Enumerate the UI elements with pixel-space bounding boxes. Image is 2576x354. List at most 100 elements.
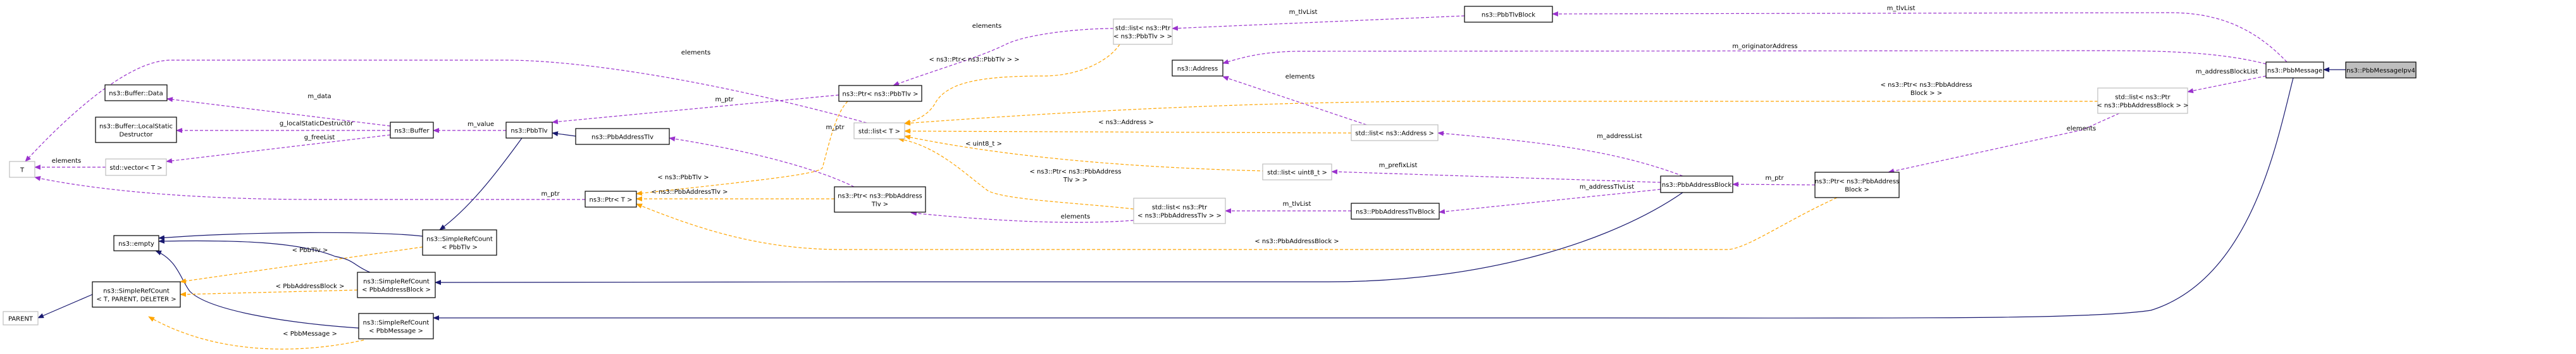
edge-label: g_localStaticDestructor [280,120,354,127]
node-box[interactable] [2345,61,2417,79]
edge-ptr-pbb-addr-block-to-pbb-addr-block [1732,182,1816,187]
edge-list-address-to-address [1222,76,1367,125]
node-label: ns3::Ptr< T > [590,197,633,204]
node-box[interactable] [92,281,181,308]
edge-src-tpd-to-parent [37,294,93,319]
node-pbb-addr-block[interactable]: ns3::PbbAddressBlock [1660,175,1733,193]
node-pbb-message-ipv4[interactable]: ns3::PbbMessageIpv4 [2345,61,2417,79]
node-box[interactable] [1113,18,1173,45]
node-label: ns3::Buffer::Data [109,91,163,98]
node-src-ab[interactable]: ns3::SimpleRefCount< PbbAddressBlock > [357,272,436,298]
node-box[interactable] [838,85,922,102]
node-pbb-tlv-block[interactable]: ns3::PbbTlvBlock [1464,6,1553,23]
node-box[interactable] [505,122,553,139]
node-label: T [20,167,25,174]
node-ptr-pbb-addr-block[interactable]: ns3::Ptr< ns3::PbbAddressBlock > [1814,172,1900,198]
node-box[interactable] [105,158,167,176]
node-box[interactable] [2097,87,2188,114]
node-box[interactable] [357,272,436,298]
node-box[interactable] [1464,6,1553,23]
node-label: < ns3::PbbTlv > > [1113,34,1172,41]
node-parent[interactable]: PARENT [3,311,39,326]
node-label: ns3::SimpleRefCount [426,236,493,243]
node-label: ns3::Buffer [395,128,430,135]
node-box[interactable] [3,311,39,326]
node-box[interactable] [1172,60,1223,77]
node-ptr-t[interactable]: ns3::Ptr< T > [585,191,637,208]
node-list-uint8[interactable]: std::list< uint8_t > [1262,163,1332,180]
node-box[interactable] [104,84,168,101]
node-src-msg[interactable]: ns3::SimpleRefCount< PbbMessage > [358,313,434,339]
node-label: ns3::PbbAddressTlvBlock [1356,209,1435,216]
edge-list-ptr-pbb-addr-tlv-to-list-t [898,137,1134,210]
node-address[interactable]: ns3::Address [1172,60,1223,77]
node-pbb-tlv[interactable]: ns3::PbbTlv [505,122,553,139]
edge-list-ptr-pbb-addr-block-to-ptr-pbb-addr-block [1888,113,2120,174]
node-t[interactable]: T [9,161,35,178]
edge-label-line: m_originatorAddress [1732,43,1797,50]
node-label: < ns3::PbbAddressBlock > > [2097,103,2189,110]
node-box[interactable] [1660,175,1733,193]
node-box[interactable] [358,313,434,339]
node-pbb-addr-tlv[interactable]: ns3::PbbAddressTlv [575,128,670,145]
node-pbb-message[interactable]: ns3::PbbMessage [2265,61,2324,79]
node-list-ptr-pbb-tlv[interactable]: std::list< ns3::Ptr< ns3::PbbTlv > > [1113,18,1173,45]
edge-label: < PbbAddressBlock > [276,283,345,290]
node-list-t[interactable]: std::list< T > [853,122,905,139]
node-label: Block > [1845,187,1869,194]
edges-layer [25,11,2346,350]
node-label: std::vector< T > [109,165,162,172]
edge-label: m_addressBlockList [2196,68,2258,75]
edge-label-line: m_ptr [541,191,560,198]
node-box[interactable] [1351,203,1440,220]
edge-label-line: elements [2067,125,2096,132]
node-box[interactable] [2265,61,2324,79]
edge-label: m_tlvList [1283,201,1311,208]
node-list-ptr-pbb-addr-tlv[interactable]: std::list< ns3::Ptr< ns3::PbbAddressTlv … [1133,198,1226,224]
node-box[interactable] [575,128,670,145]
node-pbb-addr-tlv-block[interactable]: ns3::PbbAddressTlvBlock [1351,203,1440,220]
node-list-ptr-pbb-addr-block[interactable]: std::list< ns3::Ptr< ns3::PbbAddressBloc… [2097,87,2189,114]
node-label: ns3::Buffer::LocalStatic [99,123,173,130]
node-box[interactable] [1262,163,1332,180]
node-box[interactable] [422,229,497,256]
node-box[interactable] [9,161,35,178]
edge-label: elements [681,49,710,56]
edge-pbb-tlv-to-src-tlv [439,137,523,231]
node-box[interactable] [113,235,159,251]
edge-label-line: < ns3::Address > [1098,119,1154,126]
node-box[interactable] [1351,124,1439,141]
edge-src-ab-to-empty [158,238,371,273]
node-empty[interactable]: ns3::empty [113,235,159,251]
node-box[interactable] [390,122,434,139]
node-ptr-pbb-tlv[interactable]: ns3::Ptr< ns3::PbbTlv > [838,85,922,102]
node-label: std::list< ns3::Ptr [1115,25,1171,32]
edge-label-line: elements [52,158,81,165]
node-label: ns3::empty [118,241,154,248]
edge-label: m_ptr [715,96,734,103]
node-box[interactable] [585,191,637,208]
node-ptr-pbb-addr-tlv[interactable]: ns3::Ptr< ns3::PbbAddressTlv > [834,186,926,213]
node-vector-t[interactable]: std::vector< T > [105,158,167,176]
edge-pbb-message-to-src-msg [433,77,2294,320]
node-box[interactable] [853,122,905,139]
node-box[interactable] [95,117,177,143]
node-src-tpd[interactable]: ns3::SimpleRefCount< T, PARENT, DELETER … [92,281,181,308]
node-box[interactable] [834,186,926,213]
node-box[interactable] [1814,172,1900,198]
edge-label-line: m_ptr [715,96,734,103]
edge-pbb-addr-block-to-list-address [1437,130,1683,177]
node-label: std::list< uint8_t > [1267,170,1327,177]
edge-label-line: < ns3::Ptr< ns3::PbbAddress [1029,168,1121,175]
node-label: Destructor [119,132,153,139]
node-list-address[interactable]: std::list< ns3::Address > [1351,124,1439,141]
edge-label: < ns3::Address > [1098,119,1154,126]
node-src-tlv[interactable]: ns3::SimpleRefCount< PbbTlv > [422,229,497,256]
node-buffer-data[interactable]: ns3::Buffer::Data [104,84,168,101]
node-box[interactable] [1133,198,1226,224]
node-label: ns3::Ptr< ns3::PbbTlv > [842,91,918,98]
node-buffer[interactable]: ns3::Buffer [390,122,434,139]
edge-label-line: m_tlvList [1283,201,1311,208]
